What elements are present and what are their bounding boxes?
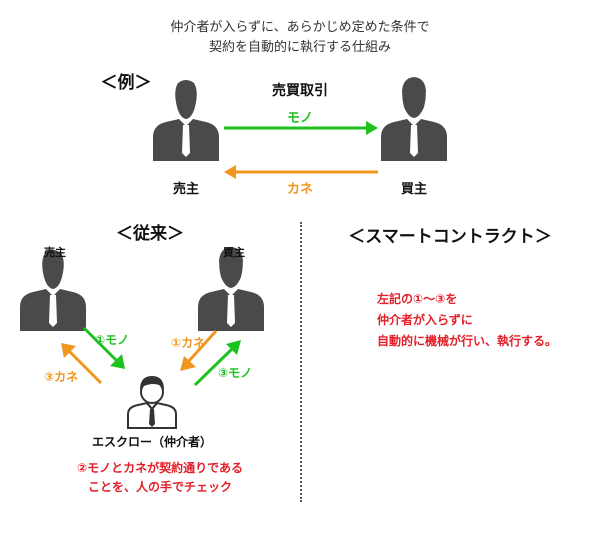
smart-contract-note-line-3: 自動的に機械が行い、執行する。 bbox=[377, 334, 558, 348]
smart-contract-note-line-1: 左記の①〜③を bbox=[377, 292, 458, 306]
arrow-2-money bbox=[180, 329, 218, 371]
section-divider bbox=[300, 222, 302, 502]
escrow-note-line-1: ②モノとカネが契約通りである bbox=[76, 461, 244, 475]
smart-contract-heading: ＜スマートコントラクト＞ bbox=[348, 227, 552, 247]
escrow-note-line-2: ことを、人の手でチェック bbox=[87, 480, 233, 494]
example-buyer-label: 買主 bbox=[400, 182, 428, 197]
arrow-1-goods-label: ①モノ bbox=[95, 333, 130, 347]
subtitle-line-2: 契約を自動的に執行する仕組み bbox=[208, 40, 392, 55]
traditional-seller-label: 売主 bbox=[44, 246, 66, 259]
traditional-seller-icon bbox=[20, 250, 86, 331]
example-seller-icon bbox=[153, 80, 219, 161]
traditional-buyer-label: 買主 bbox=[223, 246, 245, 259]
escrow-label: エスクロー（仲介者） bbox=[91, 435, 213, 449]
goods-label: モノ bbox=[286, 111, 314, 126]
money-label: カネ bbox=[286, 182, 314, 197]
traditional-heading: ＜従来＞ bbox=[116, 224, 184, 244]
arrow-3-goods bbox=[193, 340, 241, 387]
example-buyer-icon bbox=[381, 77, 447, 161]
arrow-3-money bbox=[61, 343, 103, 385]
escrow-icon bbox=[127, 375, 177, 429]
goods-arrow bbox=[224, 121, 378, 135]
arrow-1-goods bbox=[82, 326, 125, 369]
example-heading: ＜例＞ bbox=[100, 73, 152, 93]
arrow-3-goods-label: ③モノ bbox=[218, 366, 253, 380]
arrow-3-money-label: ③カネ bbox=[44, 370, 79, 384]
arrow-2-money-label: ①カネ bbox=[171, 336, 206, 350]
trade-label: 売買取引 bbox=[272, 83, 328, 99]
money-arrow bbox=[224, 165, 378, 179]
smart-contract-note-line-2: 仲介者が入らずに bbox=[377, 313, 473, 327]
subtitle-line-1: 仲介者が入らずに、あらかじめ定めた条件で bbox=[170, 20, 430, 35]
example-seller-label: 売主 bbox=[172, 182, 200, 197]
